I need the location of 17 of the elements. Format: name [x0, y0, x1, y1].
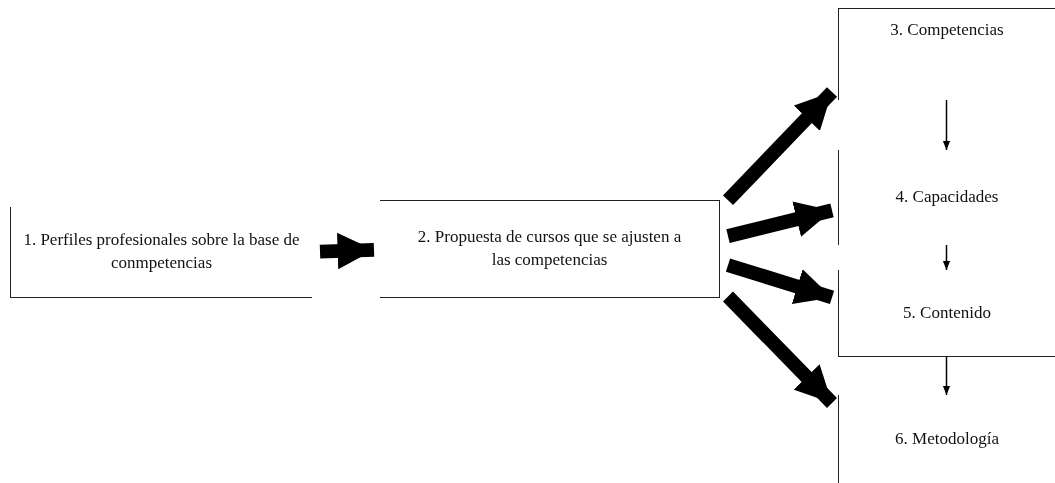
- step-label: 1. Perfiles profesionales sobre la base de conmpetencias: [22, 229, 301, 274]
- step-label: 2. Propuesta de cursos que se ajusten a las competencias: [416, 226, 683, 271]
- arrow: [942, 99, 951, 151]
- arrow: [942, 356, 951, 396]
- step-label: 6. Metodología: [895, 427, 999, 450]
- block-arrow: [319, 232, 375, 270]
- block-arrow: [723, 291, 837, 408]
- step-box: [838, 8, 1055, 100]
- block-arrow: [722, 87, 838, 206]
- block-arrow: [726, 201, 834, 243]
- step-box: [838, 270, 1055, 357]
- step-label: 3. Competencias: [890, 19, 1004, 41]
- step-label: 4. Capacidades: [895, 186, 999, 209]
- arrow: [942, 244, 951, 271]
- step-box: [10, 207, 312, 298]
- step-label: 5. Contenido: [903, 301, 991, 324]
- step-box: [380, 200, 720, 298]
